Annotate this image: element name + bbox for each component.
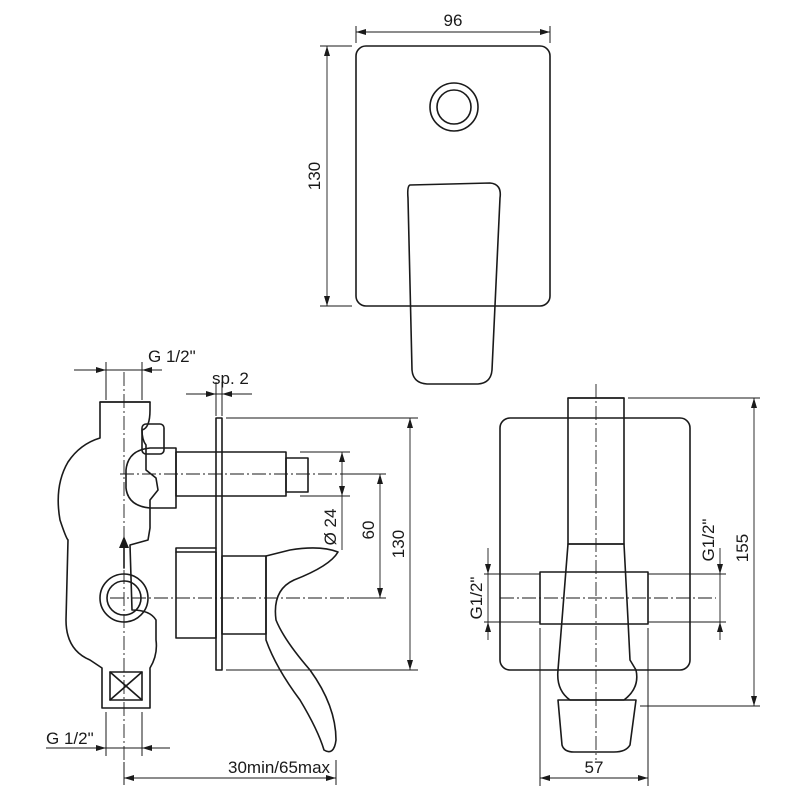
side-view: G 1/2" sp. 2 Ø 24 60 130 G 1/2: [46, 347, 418, 785]
wall-plate: [215, 417, 223, 671]
dim-130-top: 130: [305, 162, 324, 190]
dim-60: 60: [359, 521, 378, 540]
diverter-knob-outer: [429, 82, 479, 132]
diverter-knob-inner: [436, 89, 472, 125]
outlet-fitting: [141, 423, 165, 455]
valve-body: [57, 401, 159, 709]
handle-front: [557, 699, 637, 753]
dim-g-half-left: G1/2": [467, 577, 486, 620]
body-center: [556, 543, 638, 701]
dim-g-half-bottom: G 1/2": [46, 729, 94, 748]
dim-155: 155: [733, 534, 752, 562]
dim-57: 57: [585, 758, 604, 777]
dim-sp2: sp. 2: [212, 369, 249, 388]
dim-diameter-24: Ø 24: [321, 509, 340, 546]
lever-base: [221, 555, 267, 635]
dim-g-half-top: G 1/2": [148, 347, 196, 366]
front-view: G1/2" G1/2" 155 57: [467, 384, 760, 786]
cartridge-flange: [175, 547, 217, 553]
dim-g-half-right: G1/2": [699, 519, 718, 562]
drain-box: [109, 671, 143, 701]
front-plate: [499, 417, 691, 671]
dim-130-side: 130: [389, 530, 408, 558]
dim-96: 96: [444, 11, 463, 30]
dim-30min-65max: 30min/65max: [228, 758, 331, 777]
cartridge-body: [175, 551, 217, 639]
diverter-knob-side: [285, 457, 309, 493]
outlet-nut: [125, 447, 177, 509]
lever-handle: [406, 182, 502, 385]
lever-arm: [265, 547, 339, 753]
top-view: 96 130: [305, 11, 551, 385]
cover-plate: [355, 45, 551, 307]
